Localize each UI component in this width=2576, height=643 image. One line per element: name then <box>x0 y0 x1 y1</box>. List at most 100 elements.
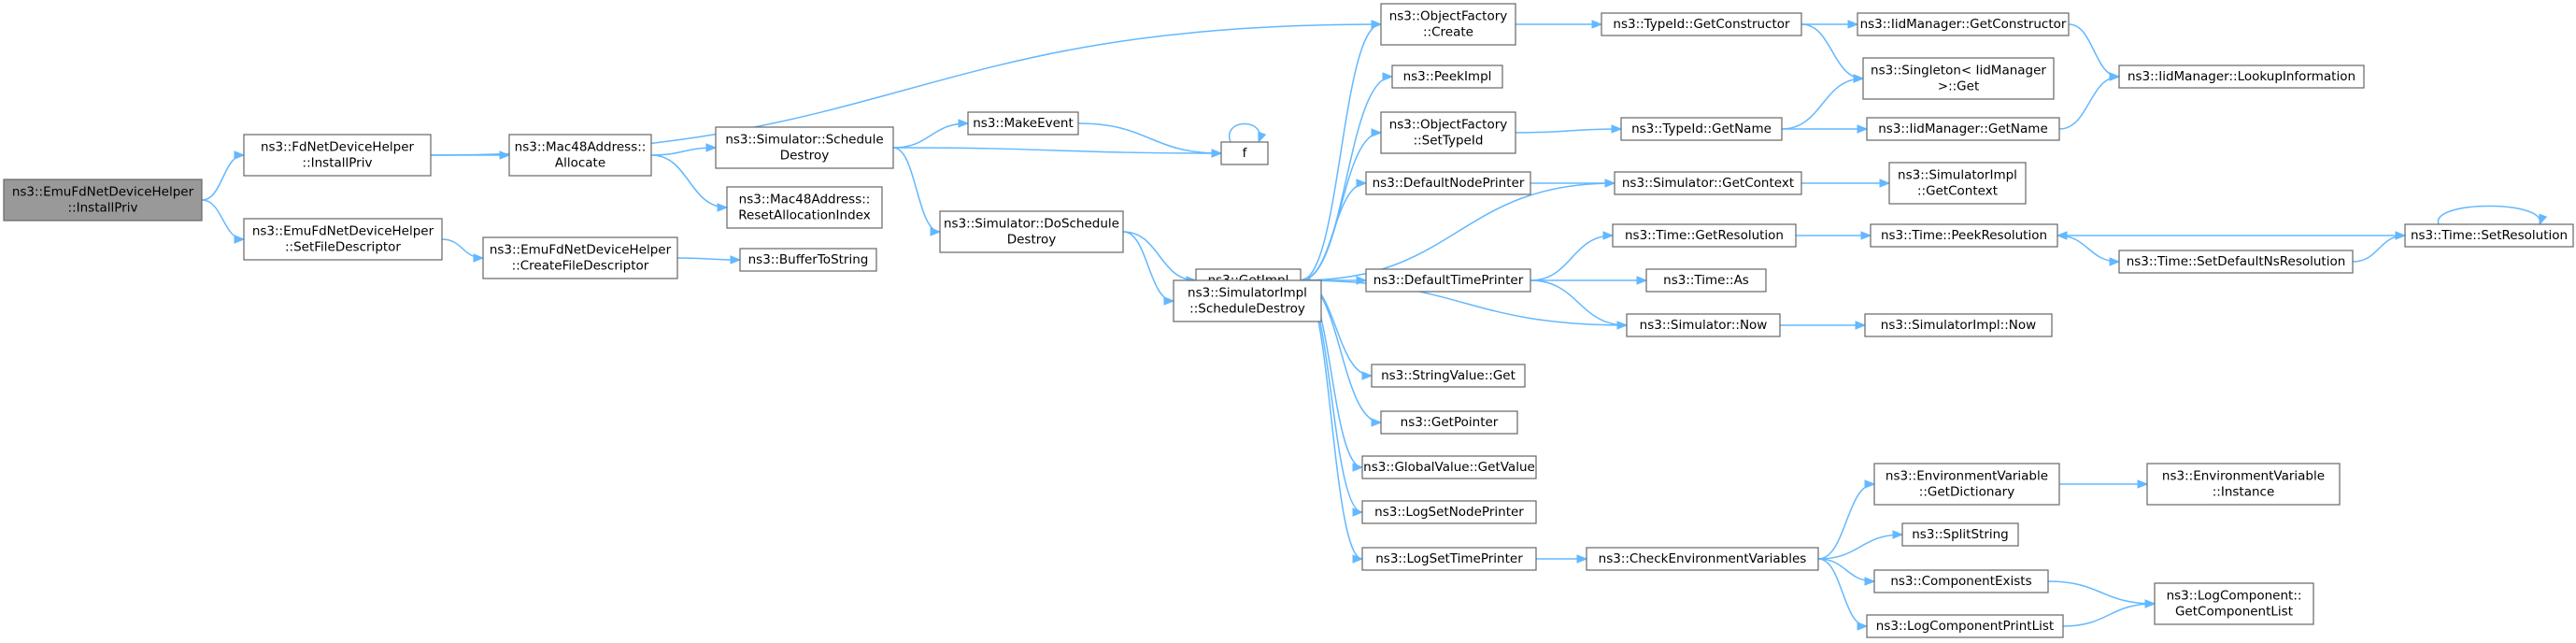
node-emu-createfd[interactable]: ns3::EmuFdNetDeviceHelper::CreateFileDes… <box>482 236 678 279</box>
node-box <box>1614 171 1802 195</box>
node-buffer-tostring[interactable]: ns3::BufferToString <box>739 248 877 272</box>
node-label: ns3::SimulatorImpl <box>1898 168 2017 183</box>
edge-sim-sched-destroy-to-make-event <box>892 119 970 149</box>
node-label: ns3::LogComponent:: <box>2167 589 2302 604</box>
node-label: ::SetFileDescriptor <box>285 240 401 255</box>
node-box <box>1612 223 1797 248</box>
node-box <box>243 218 443 261</box>
node-check-env-vars[interactable]: ns3::CheckEnvironmentVariables <box>1586 547 1819 571</box>
edge-arrowhead <box>1857 622 1869 631</box>
node-fd-install[interactable]: ns3::FdNetDeviceHelper::InstallPriv <box>243 134 432 177</box>
edge-of-settypeid-to-typeid-getname <box>1515 124 1623 134</box>
node-f[interactable]: f <box>1220 141 1269 165</box>
node-box <box>1586 547 1819 571</box>
node-label: ns3::LogComponentPrintList <box>1876 619 2054 634</box>
edge-line <box>2068 23 2120 78</box>
edge-arrowhead <box>1382 72 1394 81</box>
node-logcomponent-getcomponentlist[interactable]: ns3::LogComponent::GetComponentList <box>2154 582 2314 625</box>
node-label: ns3::FdNetDeviceHelper <box>261 140 415 155</box>
node-label: ns3::GlobalValue::GetValue <box>1363 460 1535 475</box>
node-simimpl-getcontext[interactable]: ns3::SimulatorImpl::GetContext <box>1888 162 2027 205</box>
node-typeid-getname[interactable]: ns3::TypeId::GetName <box>1620 117 1783 141</box>
node-iid-getconstructor[interactable]: ns3::IidManager::GetConstructor <box>1857 12 2070 36</box>
node-time-setresolution[interactable]: ns3::Time::SetResolution <box>2404 223 2574 248</box>
node-make-event[interactable]: ns3::MakeEvent <box>967 111 1079 136</box>
edge-arrowhead <box>234 150 246 160</box>
node-getpointer[interactable]: ns3::GetPointer <box>1380 410 1518 435</box>
node-box <box>508 134 652 177</box>
node-label: ns3::EmuFdNetDeviceHelper <box>252 224 434 239</box>
node-time-getresolution[interactable]: ns3::Time::GetResolution <box>1612 223 1797 248</box>
node-emu-setfd[interactable]: ns3::EmuFdNetDeviceHelper::SetFileDescri… <box>243 218 443 261</box>
node-stringvalue-get[interactable]: ns3::StringValue::Get <box>1371 364 1526 388</box>
node-box <box>1901 522 2019 547</box>
node-mac-reset[interactable]: ns3::Mac48Address::ResetAllocationIndex <box>726 186 883 229</box>
node-typeid-getconstructor[interactable]: ns3::TypeId::GetConstructor <box>1601 12 1802 36</box>
node-label: ns3::Simulator::Now <box>1640 318 1768 333</box>
edge-component-exists-to-logcomponent-getcomponentlist <box>2047 580 2156 608</box>
edge-line <box>2058 76 2120 130</box>
edge-arrowhead <box>1864 577 1876 586</box>
node-of-settypeid[interactable]: ns3::ObjectFactory::SetTypeId <box>1380 111 1516 154</box>
node-log-set-node-printer[interactable]: ns3::LogSetNodePrinter <box>1361 500 1537 524</box>
edge-root-to-fd-install <box>201 150 246 201</box>
node-time-peekresolution[interactable]: ns3::Time::PeekResolution <box>1870 223 2058 248</box>
edge-line <box>1800 23 1864 79</box>
node-default-time-printer[interactable]: ns3::DefaultTimePrinter <box>1365 268 1531 293</box>
edge-sim-sched-destroy-to-f <box>892 147 1223 158</box>
node-env-getdictionary[interactable]: ns3::EnvironmentVariable::GetDictionary <box>1873 463 2060 506</box>
edge-line <box>1817 483 1875 560</box>
node-singleton-get[interactable]: ns3::Singleton< IidManager >::Get <box>1862 57 2055 100</box>
node-box <box>1380 111 1516 154</box>
edge-typeid-getname-to-iid-getname <box>1782 124 1869 134</box>
node-simimpl-sched-destroy[interactable]: ns3::SimulatorImpl::ScheduleDestroy <box>1173 279 1322 322</box>
node-label: ns3::PeekImpl <box>1403 69 1492 84</box>
node-label: ::InstallPriv <box>303 156 373 171</box>
node-label: ::GetDictionary <box>1919 485 2014 500</box>
node-log-set-time-printer[interactable]: ns3::LogSetTimePrinter <box>1361 547 1537 571</box>
node-box <box>1380 3 1516 46</box>
node-mac-alloc[interactable]: ns3::Mac48Address::Allocate <box>508 134 652 177</box>
node-label: ns3::SimulatorImpl <box>1188 286 1307 301</box>
edge-line <box>1781 78 1864 130</box>
node-label: ns3::ObjectFactory <box>1389 9 1508 24</box>
node-iid-lookupinformation[interactable]: ns3::IidManager::LookupInformation <box>2118 64 2365 89</box>
node-component-exists[interactable]: ns3::ComponentExists <box>1873 569 2049 593</box>
node-sim-sched-destroy[interactable]: ns3::Simulator::ScheduleDestroy <box>715 126 894 169</box>
edge-default-time-printer-to-time-getresolution <box>1530 231 1615 281</box>
edge-arrowhead <box>1611 124 1623 134</box>
node-peekimpl[interactable]: ns3::PeekImpl <box>1391 64 1503 89</box>
edge-arrowhead <box>499 150 511 160</box>
node-label: ::GetContext <box>1917 184 1998 199</box>
node-of-create[interactable]: ns3::ObjectFactory::Create <box>1380 3 1516 46</box>
edge-line <box>650 154 728 208</box>
edge-arrowhead <box>958 119 970 128</box>
node-label: ns3::LogSetNodePrinter <box>1374 505 1524 520</box>
edge-sim-getcontext-to-simimpl-getcontext <box>1801 179 1891 188</box>
node-label: ns3::ComponentExists <box>1890 574 2031 589</box>
node-box <box>1873 463 2060 506</box>
edge-iid-getconstructor-to-iid-lookupinformation <box>2068 23 2121 81</box>
edge-line <box>201 199 245 240</box>
node-label: ::SetTypeId <box>1414 134 1484 149</box>
node-box <box>1620 117 1783 141</box>
node-simimpl-now[interactable]: ns3::SimulatorImpl::Now <box>1864 313 2053 337</box>
node-box <box>967 111 1079 136</box>
node-iid-getname[interactable]: ns3::IidManager::GetName <box>1866 117 2060 141</box>
node-label: ns3::LogSetTimePrinter <box>1375 551 1523 566</box>
edge-line <box>1300 182 1615 281</box>
edge-emu-createfd-to-buffer-tostring <box>676 255 742 264</box>
node-label: >::Get <box>1938 79 1979 94</box>
edge-line <box>892 147 941 233</box>
node-splitstring[interactable]: ns3::SplitString <box>1901 522 2019 547</box>
node-time-set-default-ns-resolution[interactable]: ns3::Time::SetDefaultNsResolution <box>2118 250 2354 274</box>
node-env-instance[interactable]: ns3::EnvironmentVariable::Instance <box>2146 463 2341 506</box>
node-time-as[interactable]: ns3::Time::As <box>1645 268 1767 293</box>
node-globalvalue-getvalue[interactable]: ns3::GlobalValue::GetValue <box>1361 455 1537 479</box>
node-log-component-print-list[interactable]: ns3::LogComponentPrintList <box>1866 614 2064 638</box>
node-default-node-printer[interactable]: ns3::DefaultNodePrinter <box>1365 171 1531 195</box>
node-sim-getcontext[interactable]: ns3::Simulator::GetContext <box>1614 171 1802 195</box>
node-label: ns3::Simulator::DoSchedule <box>944 217 1119 232</box>
node-sim-now[interactable]: ns3::Simulator::Now <box>1626 313 1781 337</box>
